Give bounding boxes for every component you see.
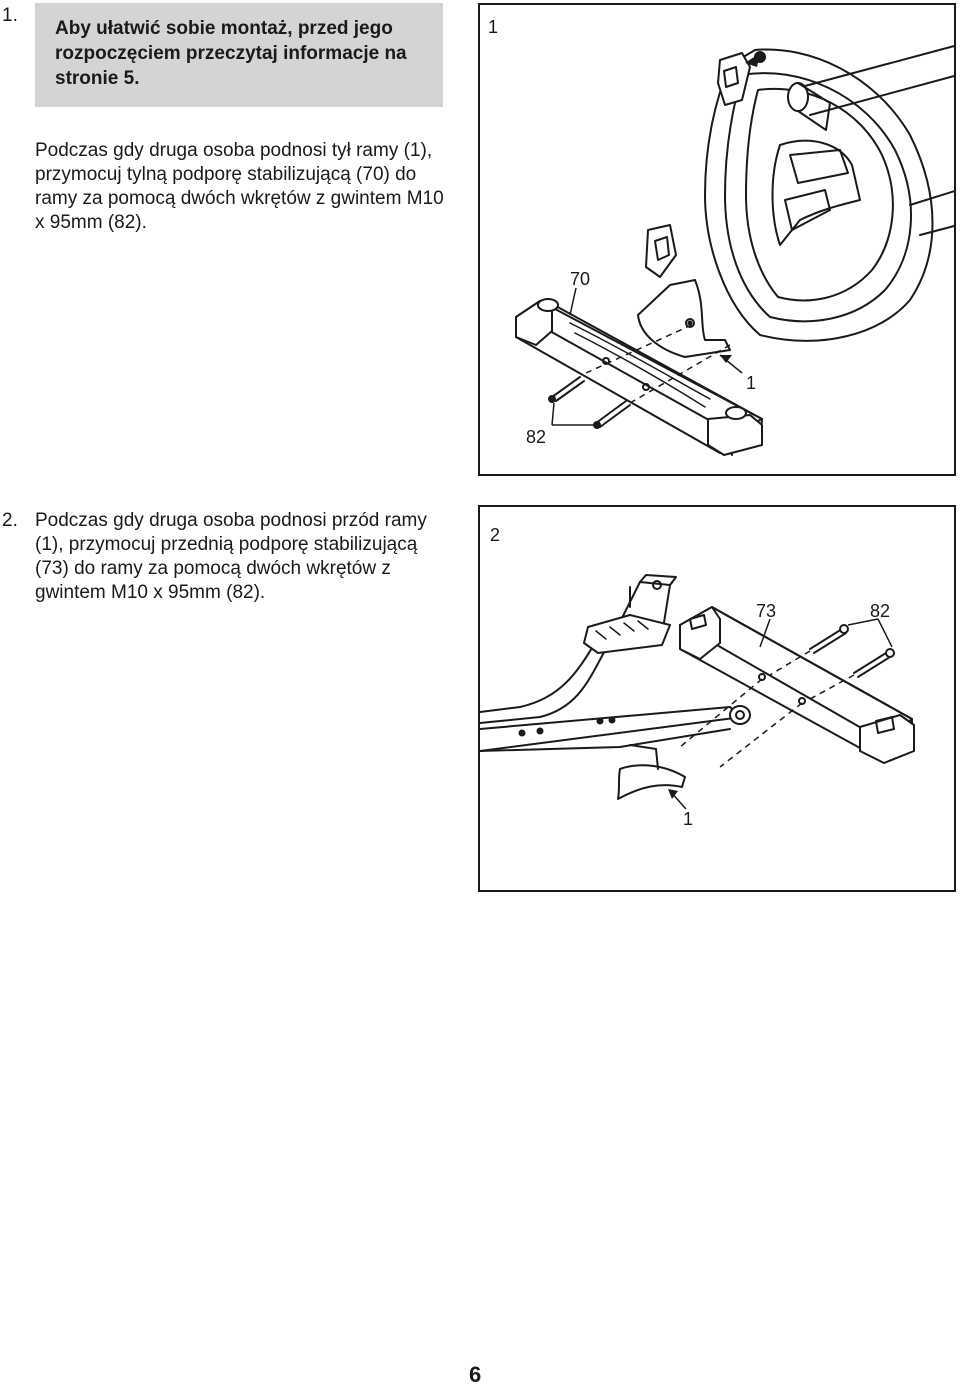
figure-1-number: 1 — [488, 17, 498, 37]
figure-1-illustration: 1 70 1 82 — [488, 17, 954, 456]
step-2-number: 2. — [2, 510, 18, 531]
label-82: 82 — [526, 427, 546, 447]
label-82: 82 — [870, 601, 890, 621]
figure-2: 2 73 82 1 — [478, 505, 956, 892]
step-2-instructions: Podczas gdy druga osoba podnosi przód ra… — [35, 510, 427, 603]
step-1-instructions: Podczas gdy druga osoba podnosi tył ramy… — [35, 140, 444, 233]
label-70: 70 — [570, 269, 590, 289]
label-frame-1: 1 — [746, 373, 756, 393]
figure-1: 1 70 1 82 — [478, 3, 956, 476]
figure-2-illustration: 2 73 82 1 — [480, 525, 915, 829]
page-number: 6 — [469, 1362, 482, 1387]
note-text: Aby ułatwić sobie montaż, przed jego roz… — [55, 18, 407, 89]
label-73: 73 — [756, 601, 776, 621]
note-box: Aby ułatwić sobie montaż, przed jego roz… — [35, 3, 443, 107]
figure-2-number: 2 — [490, 525, 500, 545]
step-1-number: 1. — [2, 5, 18, 26]
label-frame-1: 1 — [683, 809, 693, 829]
